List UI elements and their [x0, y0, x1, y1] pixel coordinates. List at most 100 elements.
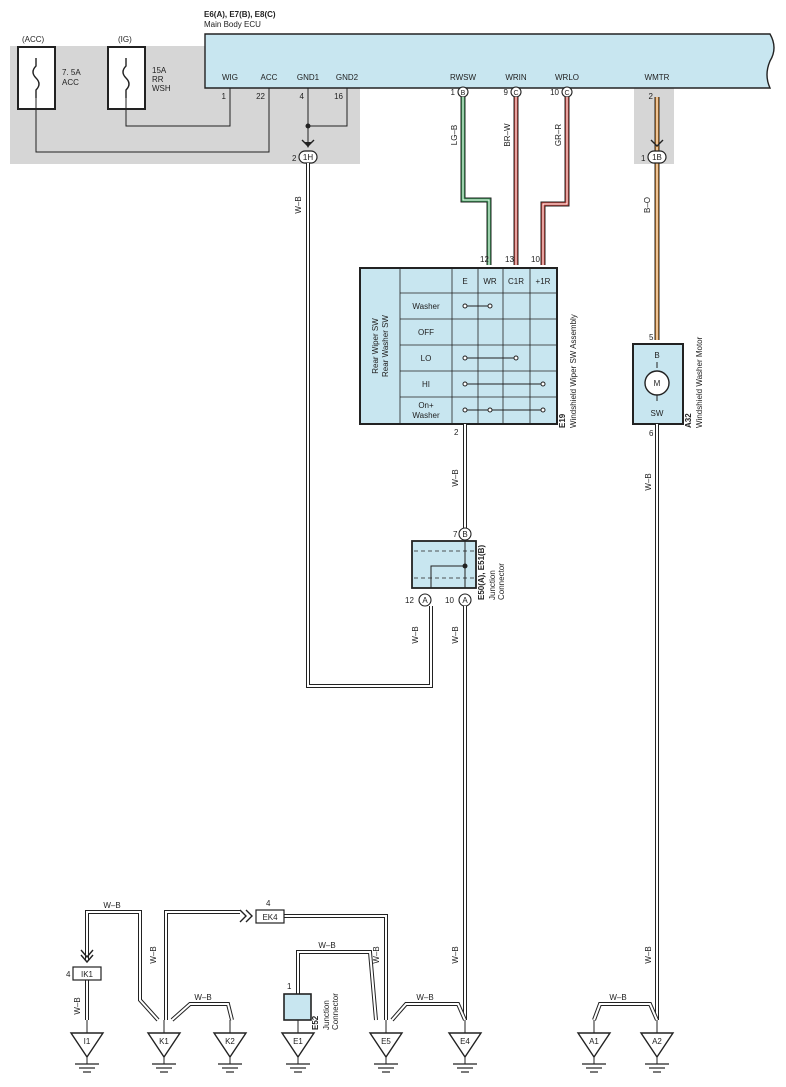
e50-top-circle: [458, 527, 472, 541]
j1h-pin: 2: [292, 154, 297, 163]
ground-label: A1: [589, 1037, 599, 1046]
e19-switch-assembly: [359, 267, 558, 425]
wirecolor-lgb: LG–B: [450, 125, 459, 145]
e19-col-wr: WR: [483, 277, 497, 286]
e19-pin-wr: 12: [480, 255, 489, 264]
wirecolor-wb-5: W–B: [644, 946, 653, 963]
pin-wrin: 9: [504, 88, 509, 97]
wirecolor-wb-11: W–B: [318, 941, 335, 950]
chevron-down-icon: [80, 954, 94, 964]
ground-a1: A1: [576, 1020, 612, 1073]
chevron-right-icon: [239, 909, 247, 923]
e50-left-letter: A: [422, 596, 428, 605]
e19-row-on-washer-2: Washer: [412, 411, 440, 420]
wirecolor-wb-1: W–B: [294, 196, 303, 213]
j1h-id: 1H: [303, 153, 313, 162]
e19-col-plus1r: +1R: [536, 277, 551, 286]
j1b-id: 1B: [652, 153, 662, 162]
ek4-pin: 4: [266, 899, 271, 908]
wirecolor-wb-9: W–B: [149, 946, 158, 963]
wirecolor-wb-15: W–B: [73, 997, 82, 1014]
ecu-terminals: WIG ACC GND1 GND2 RWSW WRIN WRLO WMTR: [222, 73, 670, 82]
wire-lgb-color: [461, 97, 491, 265]
e50-internal-link: [430, 541, 466, 588]
e50-top-letter: B: [462, 530, 467, 539]
ground-k2: K2: [212, 1020, 248, 1073]
wirecolor-wb-7: W–B: [451, 946, 460, 963]
e19-side-label-1: Rear Wiper SW: [371, 318, 380, 374]
e19-row-on-washer-1: On+: [418, 401, 434, 410]
fuse-ig-name-2: WSH: [152, 84, 171, 93]
ground-label: E4: [460, 1037, 470, 1046]
terminal-wrin: WRIN: [505, 73, 527, 82]
e50-right-pin: 10: [445, 596, 454, 605]
ground-label: E5: [381, 1037, 391, 1046]
pin-rwsw: 1: [451, 88, 456, 97]
ecu-name: Main Body ECU: [204, 20, 261, 29]
j1b-pin: 1: [641, 154, 646, 163]
a32-sw-label: SW: [651, 409, 664, 418]
e19-code: E19: [558, 413, 567, 428]
terminal-gnd1: GND1: [297, 73, 320, 82]
main-body-ecu: [204, 33, 775, 89]
fuse-ig-header: (IG): [118, 35, 132, 44]
wire-acc: [35, 88, 270, 153]
wire-gnd2: [308, 88, 348, 127]
e52-name-2: Connector: [331, 993, 340, 1030]
pin-wig: 1: [222, 92, 227, 101]
terminal-wmtr: WMTR: [645, 73, 670, 82]
e50-code: E50(A), E51(B): [477, 545, 486, 600]
e19-row-lo: LO: [421, 354, 432, 363]
e19-col-c1r: C1R: [508, 277, 524, 286]
e50-left-circle: [418, 593, 432, 607]
ground-i1: I1: [69, 1020, 105, 1073]
terminal-rwsw: RWSW: [450, 73, 477, 82]
e19-pin-c1r: 13: [505, 255, 514, 264]
ik1-pin: 4: [66, 970, 71, 979]
ground-a2: A2: [639, 1020, 675, 1073]
wirecolor-wb-10: W–B: [194, 993, 211, 1002]
e50-name-2: Connector: [497, 563, 506, 600]
e19-grid: [399, 268, 557, 424]
fuse-acc-name: ACC: [62, 78, 79, 87]
ground-label: A2: [652, 1037, 662, 1046]
fuse-acc-rating: 7. 5A: [62, 68, 81, 77]
e19-row-hi: HI: [422, 380, 430, 389]
gnd-splice: [305, 123, 311, 129]
ik1-connector: [72, 966, 102, 981]
a32-code: A32: [684, 413, 693, 428]
wirecolor-wb-13: W–B: [416, 993, 433, 1002]
wirecolor-wb-14: W–B: [609, 993, 626, 1002]
fuse-acc-icon: [32, 58, 40, 98]
ground-label: I1: [84, 1037, 91, 1046]
wirecolor-wb-3: W–B: [451, 469, 460, 486]
j1b-connector: [647, 150, 667, 164]
e19-switch-contacts: [462, 303, 546, 413]
e19-col-e: E: [462, 277, 467, 286]
ground-wires-inner: [86, 911, 658, 1021]
pin-wmtr: 2: [649, 92, 654, 101]
chevron-down-icon: [650, 139, 664, 147]
ecu-code: E6(A), E7(B), E8(C): [204, 10, 276, 19]
wirecolor-wb-4: W–B: [644, 473, 653, 490]
e52-connector: [283, 993, 312, 1021]
wirecolor-wb-8: W–B: [103, 901, 120, 910]
a32-m-label: M: [654, 379, 661, 388]
e19-pin-plus1r: 10: [531, 255, 540, 264]
terminal-gnd2: GND2: [336, 73, 359, 82]
e19-bottom-pin: 2: [454, 428, 459, 437]
e19-row-off: OFF: [418, 328, 434, 337]
e19-name: Windshield Wiper SW Assembly: [569, 314, 578, 428]
wire-grr-color: [541, 97, 569, 265]
chevron-down-icon: [301, 139, 315, 147]
e50-dashes: [414, 550, 474, 579]
ik1-id: IK1: [81, 970, 94, 979]
chevron-down-icon: [80, 949, 94, 959]
a32-top-pin: 5: [649, 333, 654, 342]
terminal-acc: ACC: [261, 73, 278, 82]
ek4-id: EK4: [262, 913, 278, 922]
wirecolor-grr: GR–R: [554, 124, 563, 146]
e52-pin: 1: [287, 982, 292, 991]
